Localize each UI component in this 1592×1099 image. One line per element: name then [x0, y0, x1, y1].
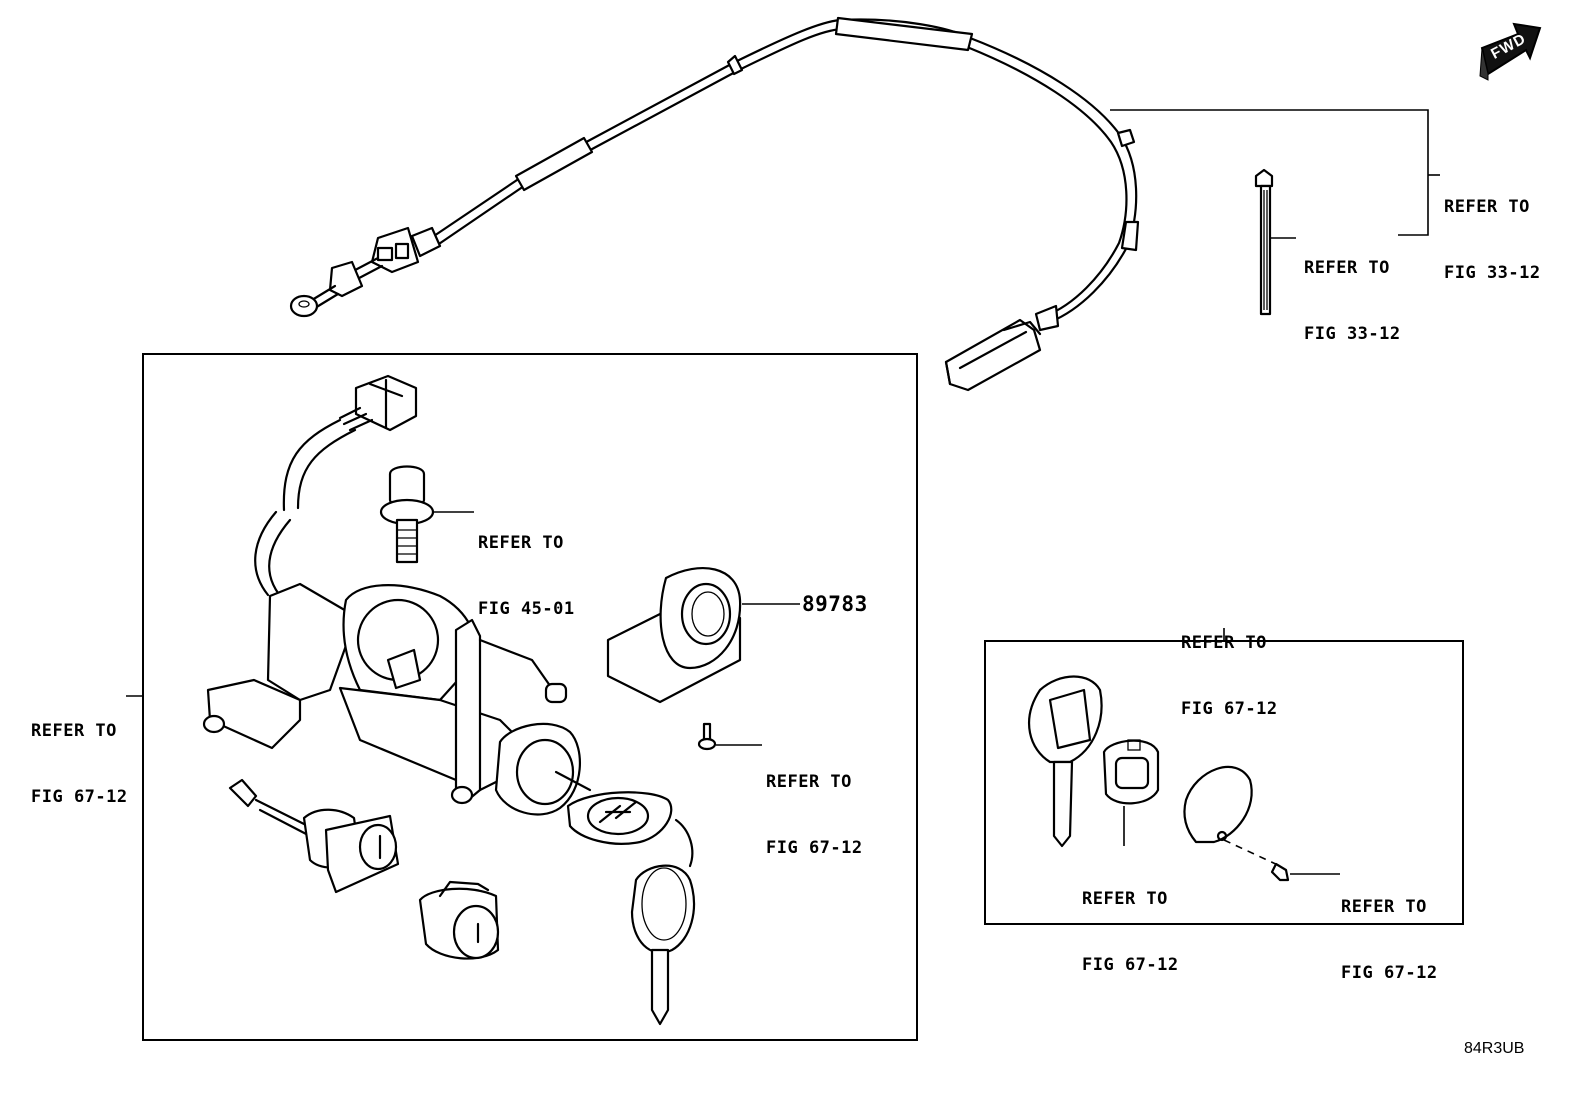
remote-key[interactable] [566, 791, 696, 1026]
key-group-ref-line2: FIG 67-12 [1181, 699, 1278, 719]
screw-ref-line1: REFER TO [766, 772, 852, 792]
cable-tie-ref-line1: REFER TO [1304, 258, 1390, 278]
door-lock-cylinder[interactable] [228, 778, 400, 894]
cover-screw-ref-label[interactable]: REFER TO FIG 67-12 [1341, 852, 1438, 1006]
cable-tie-ref-line2: FIG 33-12 [1304, 324, 1401, 344]
key-cover[interactable] [1183, 765, 1281, 867]
ignition-switch-housing[interactable] [202, 582, 592, 816]
cover-screw-ref-line1: REFER TO [1341, 897, 1427, 917]
master-key[interactable] [1028, 675, 1103, 848]
cable-ref-outer-line2: FIG 33-12 [1444, 263, 1541, 283]
bolt-ref-label[interactable]: REFER TO FIG 45-01 [478, 488, 575, 642]
fwd-arrow-icon [1479, 22, 1542, 81]
ignition-harness[interactable] [254, 374, 418, 600]
cable-tie-ref-label[interactable]: REFER TO FIG 33-12 [1304, 213, 1401, 367]
transponder-chip[interactable] [1102, 739, 1160, 846]
key-group-ref-label[interactable]: REFER TO FIG 67-12 [1181, 588, 1278, 742]
steering-lock-bolt[interactable] [379, 465, 474, 564]
screw-ref-line2: FIG 67-12 [766, 838, 863, 858]
small-screw[interactable] [697, 722, 762, 751]
bolt-ref-line2: FIG 45-01 [478, 599, 575, 619]
cable-ref-outer-label[interactable]: REFER TO FIG 33-12 [1444, 152, 1541, 306]
figure-code: 84R3UB [1464, 1040, 1525, 1057]
shift-lock-cable[interactable] [289, 16, 1140, 392]
assembly-ref-line2: FIG 67-12 [31, 787, 128, 807]
assembly-ref-line1: REFER TO [31, 721, 117, 741]
assembly-group-frame [142, 353, 918, 1041]
bolt-ref-line1: REFER TO [478, 533, 564, 553]
cable-ref-outer-line1: REFER TO [1444, 197, 1530, 217]
assembly-ref-label[interactable]: REFER TO FIG 67-12 [31, 676, 128, 830]
cable-tie-clip[interactable] [1254, 168, 1296, 316]
cover-screw-ref-line2: FIG 67-12 [1341, 963, 1438, 983]
transponder-ref-line1: REFER TO [1082, 889, 1168, 909]
transponder-coil[interactable] [606, 566, 800, 704]
cable-ref-bracket [1110, 109, 1440, 236]
transponder-ref-label[interactable]: REFER TO FIG 67-12 [1082, 844, 1179, 998]
glovebox-lock-cylinder[interactable] [418, 880, 500, 960]
screw-ref-label[interactable]: REFER TO FIG 67-12 [766, 727, 863, 881]
cover-screw[interactable] [1270, 862, 1340, 882]
key-group-ref-line1: REFER TO [1181, 633, 1267, 653]
part-number-89783[interactable]: 89783 [802, 592, 868, 616]
transponder-ref-line2: FIG 67-12 [1082, 955, 1179, 975]
